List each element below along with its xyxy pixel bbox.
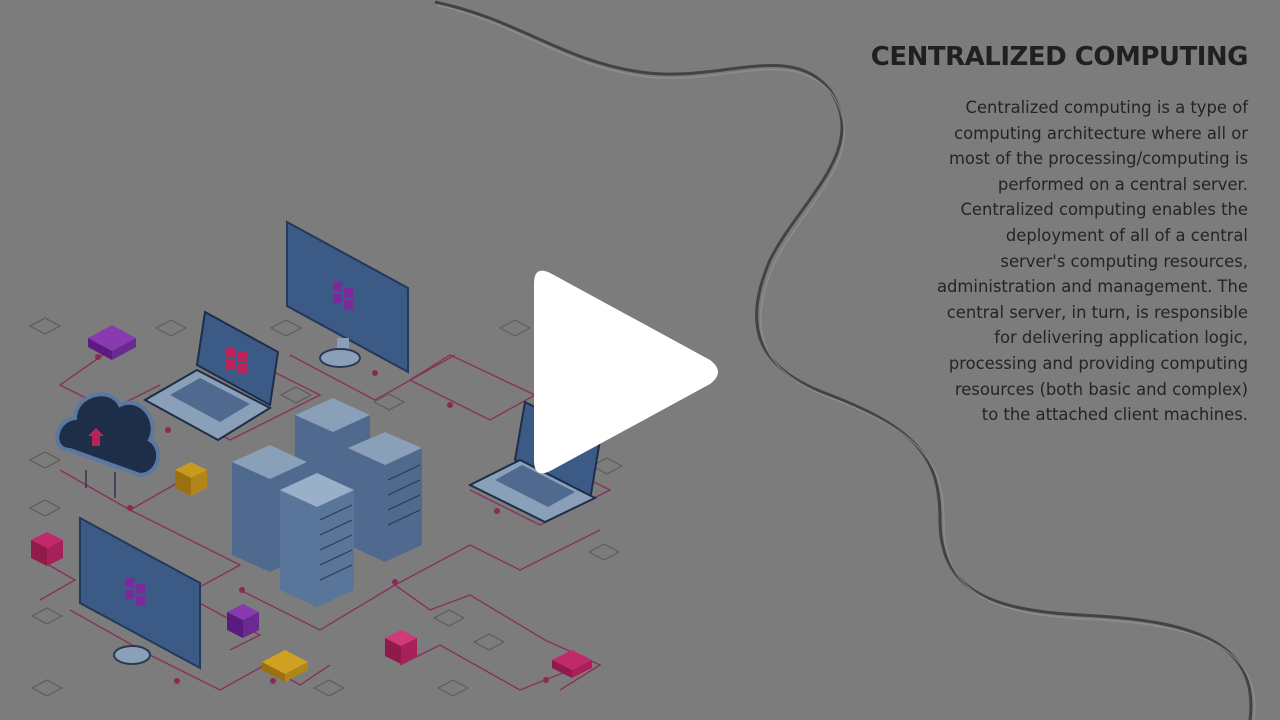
cube-icon — [31, 532, 63, 566]
body-line: to the attached client machines. — [981, 405, 1248, 425]
laptop-icon — [142, 310, 280, 442]
cloud-upload-icon — [55, 392, 161, 498]
monitor-icon — [286, 220, 409, 374]
body-line: processing and providing computing — [948, 353, 1248, 373]
network-illustration — [28, 220, 624, 697]
diamond-markers — [28, 317, 624, 697]
body-line: most of the processing/computing is — [948, 149, 1248, 169]
play-icon — [534, 270, 718, 474]
body-line: resources (both basic and complex) — [954, 379, 1248, 399]
cube-icon — [385, 630, 417, 664]
circuit-nodes — [95, 354, 549, 684]
body-line: performed on a central server. — [997, 174, 1248, 194]
body-line: central server, in turn, is responsible — [946, 302, 1248, 322]
body-line: Centralized computing is a type of — [965, 98, 1249, 117]
router-icon — [262, 650, 308, 682]
server-rack-icon — [232, 398, 422, 607]
body-line: computing architecture where all or — [954, 123, 1248, 143]
body-line: server's computing resources, — [1000, 251, 1248, 271]
body-line: administration and management. The — [936, 277, 1248, 297]
body-line: Centralized computing enables the — [960, 200, 1248, 220]
router-icon — [88, 325, 136, 360]
body-line: for delivering application logic, — [994, 328, 1248, 348]
slide-title: CENTRALIZED COMPUTING — [870, 42, 1249, 72]
router-icon — [552, 650, 592, 678]
monitor-icon — [79, 516, 201, 670]
play-button[interactable] — [520, 262, 730, 482]
slide-body-text: Centralized computing is a type of compu… — [888, 95, 1248, 428]
cube-icon — [175, 462, 207, 496]
cube-icon — [227, 604, 259, 638]
body-line: deployment of all of a central — [1005, 225, 1248, 245]
